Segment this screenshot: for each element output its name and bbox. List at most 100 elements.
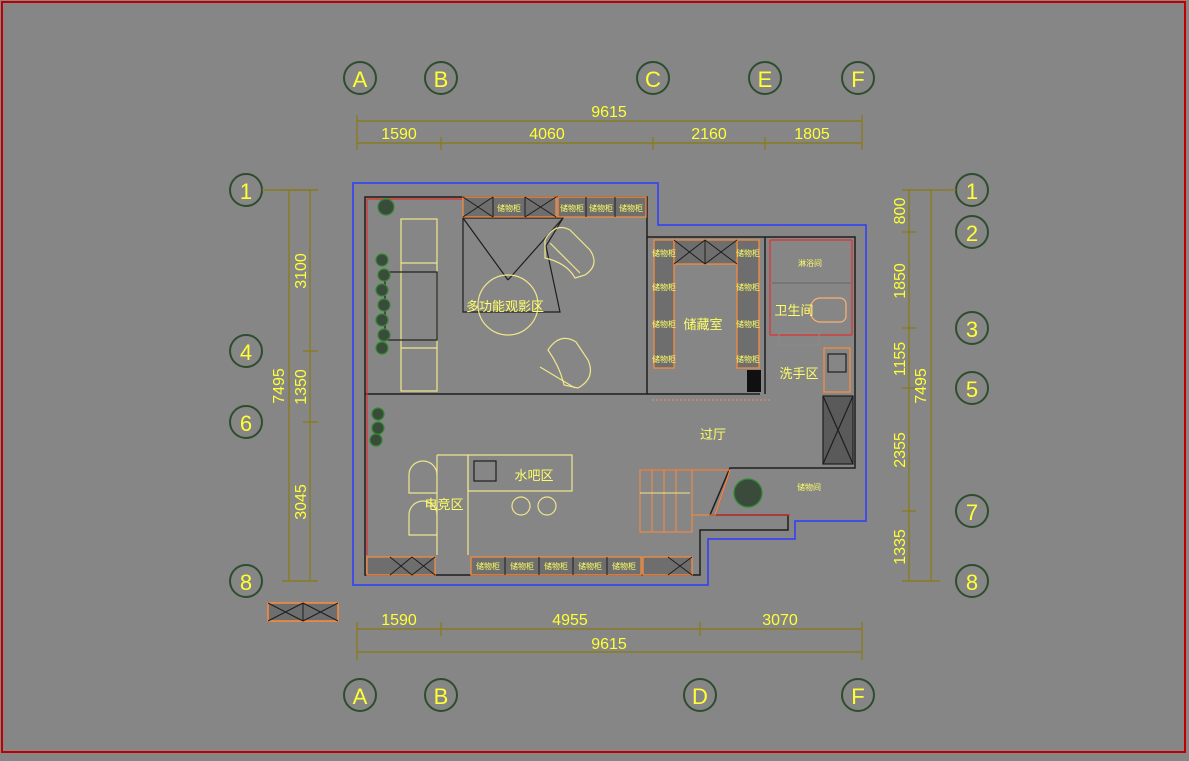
axis-bubble-right-7: 7 [955, 494, 989, 528]
dim-bottom-seg: 4955 [552, 612, 588, 629]
cabinet-label: 储物柜 [612, 561, 636, 571]
dim-bottom-seg: 1590 [381, 612, 417, 629]
cabinet-label: 储物柜 [560, 203, 584, 213]
dim-right-total: 7495 [913, 368, 930, 404]
dim-right-seg: 2355 [892, 432, 909, 468]
cabinet-label: 储物柜 [736, 282, 760, 292]
axis-label: A [353, 684, 368, 709]
plant-icon [375, 253, 389, 267]
outer-outline [352, 182, 867, 586]
axis-bubble-right-5: 5 [955, 371, 989, 405]
room-label-storage: 储藏室 [683, 317, 722, 332]
bathroom-fixtures [772, 282, 854, 465]
plant-icon [377, 198, 395, 216]
storage-cabinets: 储物柜 储物柜 储物柜 储物柜 储物柜 储物柜 储物柜 储物柜 [652, 239, 770, 401]
cabinet-label: 储物柜 [652, 319, 676, 329]
room-label-esports: 电竞区 [424, 497, 463, 512]
dim-top-seg: 2160 [691, 126, 727, 143]
dim-top-seg: 4060 [529, 126, 565, 143]
axis-label: 3 [966, 317, 978, 342]
axis-label: 2 [966, 221, 978, 246]
dim-right-seg: 1335 [892, 529, 909, 565]
dim-top-seg: 1590 [381, 126, 417, 143]
room-label-shower: 淋浴间 [798, 258, 822, 268]
cabinet-label: 储物柜 [476, 561, 500, 571]
armchair-icon [544, 227, 595, 279]
axis-label: E [758, 67, 773, 92]
cabinet-label: 储物柜 [652, 282, 676, 292]
dim-right-seg: 1850 [892, 263, 909, 299]
dim-left-seg: 1350 [293, 369, 310, 405]
cabinets-bottom: 储物柜 储物柜 储物柜 储物柜 储物柜 [267, 556, 693, 622]
cabinet-label: 储物柜 [589, 203, 613, 213]
axis-label: D [692, 684, 708, 709]
dim-right-seg: 1155 [892, 342, 909, 377]
dim-top-seg: 1805 [794, 126, 830, 143]
axis-bubble-left-4: 4 [229, 334, 263, 368]
dim-top-total: 9615 [591, 104, 627, 121]
axis-label: 4 [240, 340, 252, 365]
cabinet-label: 储物柜 [652, 248, 676, 258]
axis-bubble-top-f: F [841, 61, 875, 95]
axis-label: 5 [966, 377, 978, 402]
dim-right-seg: 800 [892, 198, 909, 225]
axis-label: B [434, 684, 449, 709]
sink-icon [473, 460, 497, 482]
axis-bubble-bottom-d: D [683, 678, 717, 712]
plant-icon [375, 341, 389, 355]
dim-left-total: 7495 [271, 368, 288, 404]
axis-bubble-top-a: A [343, 61, 377, 95]
plant-icon [377, 298, 391, 312]
room-label-hall: 过厅 [700, 427, 726, 442]
axis-label: 7 [966, 500, 978, 525]
plant-icon [733, 478, 763, 508]
dimension-texts: 9615 1590 4060 2160 1805 1590 4955 3070 … [271, 104, 930, 653]
axis-label: A [353, 67, 368, 92]
axis-label: F [851, 684, 864, 709]
axis-bubbles: A B C E F A B D F 1 4 6 8 1 2 3 5 7 8 [229, 61, 989, 712]
axis-label: 1 [966, 179, 978, 204]
cabinet-label: 储物柜 [652, 354, 676, 364]
cabinet-label: 储物柜 [736, 319, 760, 329]
stairs [639, 469, 731, 533]
cabinet-label: 储物柜 [578, 561, 602, 571]
chair-icon [408, 500, 438, 536]
axis-bubble-right-3: 3 [955, 311, 989, 345]
toilet-icon [809, 297, 847, 323]
axis-label: F [851, 67, 864, 92]
axis-bubble-top-b: B [424, 61, 458, 95]
axis-bubble-right-1: 1 [955, 173, 989, 207]
cabinet-label: 储物柜 [619, 203, 643, 213]
axis-bubble-top-c: C [636, 61, 670, 95]
plant-icon [369, 433, 383, 447]
axis-bubble-left-6: 6 [229, 405, 263, 439]
plant-icon [377, 328, 391, 342]
sink-icon [827, 353, 847, 373]
axis-bubble-right-2: 2 [955, 215, 989, 249]
stool-icon [511, 496, 531, 516]
axis-label: 1 [240, 179, 252, 204]
axis-bubble-left-8: 8 [229, 564, 263, 598]
plant-icon [375, 313, 389, 327]
dimension-lines [262, 115, 956, 660]
walls [364, 196, 856, 576]
cabinet-label: 储物柜 [736, 248, 760, 258]
dim-left-seg: 3100 [293, 253, 310, 289]
axis-bubble-top-e: E [748, 61, 782, 95]
plant-icon [375, 283, 389, 297]
dim-bottom-total: 9615 [591, 636, 627, 653]
plant-icon [371, 407, 385, 421]
bar-area [408, 454, 573, 555]
room-label-bathroom: 卫生间 [774, 303, 813, 318]
dim-left-seg: 3045 [293, 484, 310, 520]
cabinets-top: 储物柜 储物柜 储物柜 储物柜 [462, 196, 647, 218]
axis-label: 8 [966, 570, 978, 595]
room-label-theater: 多功能观影区 [466, 299, 544, 314]
stool-icon [537, 496, 557, 516]
axis-label: B [434, 67, 449, 92]
axis-bubble-bottom-b: B [424, 678, 458, 712]
axis-label: 6 [240, 411, 252, 436]
cabinet-label: 储物柜 [544, 561, 568, 571]
room-label-wash: 洗手区 [779, 366, 818, 381]
room-label-bar: 水吧区 [514, 468, 553, 483]
